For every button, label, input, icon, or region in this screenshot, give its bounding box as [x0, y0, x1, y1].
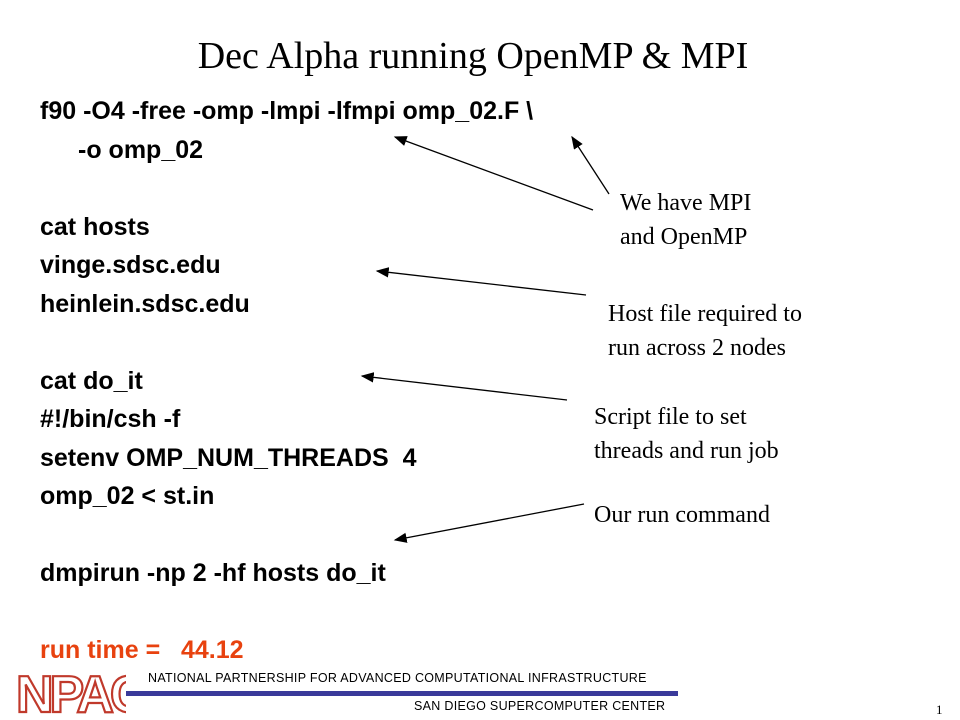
setenv-line: setenv OMP_NUM_THREADS 4 — [40, 443, 417, 472]
page-number: 1 — [936, 702, 943, 717]
note-run-command: Our run command — [594, 498, 770, 532]
shebang-line: #!/bin/csh -f — [40, 405, 181, 433]
arrow-script — [360, 372, 568, 401]
note-script-line-1: Script file to set — [594, 404, 747, 430]
arrow-mpi-to-lmpi — [393, 136, 594, 211]
arrow-hostfile — [375, 267, 587, 296]
note-mpi-line-1: We have MPI — [620, 190, 752, 216]
npaci-logo: NPACI — [16, 665, 126, 720]
cat-hosts-line: cat hosts — [40, 212, 150, 241]
compile-line-1: f90 -O4 -free -omp -lmpi -lfmpi omp_02.F… — [40, 97, 534, 125]
arrow-run-command — [393, 503, 585, 543]
footer-rule — [126, 691, 678, 696]
host-line-1: vinge.sdsc.edu — [40, 251, 221, 279]
note-host-file: Host file required to run across 2 nodes — [608, 297, 802, 365]
footer-org-line: NATIONAL PARTNERSHIP FOR ADVANCED COMPUT… — [148, 671, 647, 685]
note-run-line-1: Our run command — [594, 502, 770, 528]
cat-doit-line: cat do_it — [40, 366, 143, 395]
run-program-line: omp_02 < st.in — [40, 482, 215, 510]
note-mpi-line-2: and OpenMP — [620, 224, 748, 250]
npaci-logo-text: NPACI — [16, 666, 126, 720]
slide-title: Dec Alpha running OpenMP & MPI — [197, 35, 749, 77]
dmpirun-line: dmpirun -np 2 -hf hosts do_it — [40, 559, 386, 587]
note-host-line-1: Host file required to — [608, 301, 802, 327]
code-block: f90 -O4 -free -omp -lmpi -lfmpi omp_02.F… — [40, 92, 533, 670]
compile-line-2: -o omp_02 — [78, 135, 204, 164]
host-line-2: heinlein.sdsc.edu — [40, 289, 250, 318]
arrow-openmp-to-flags — [571, 135, 610, 195]
note-script-line-2: threads and run job — [594, 438, 779, 464]
note-host-line-2: run across 2 nodes — [608, 335, 786, 361]
runtime-line: run time = 44.12 — [40, 636, 244, 664]
note-mpi-openmp: We have MPI and OpenMP — [620, 186, 751, 254]
footer-center-line: SAN DIEGO SUPERCOMPUTER CENTER — [414, 699, 666, 713]
note-script-file: Script file to set threads and run job — [594, 400, 779, 468]
